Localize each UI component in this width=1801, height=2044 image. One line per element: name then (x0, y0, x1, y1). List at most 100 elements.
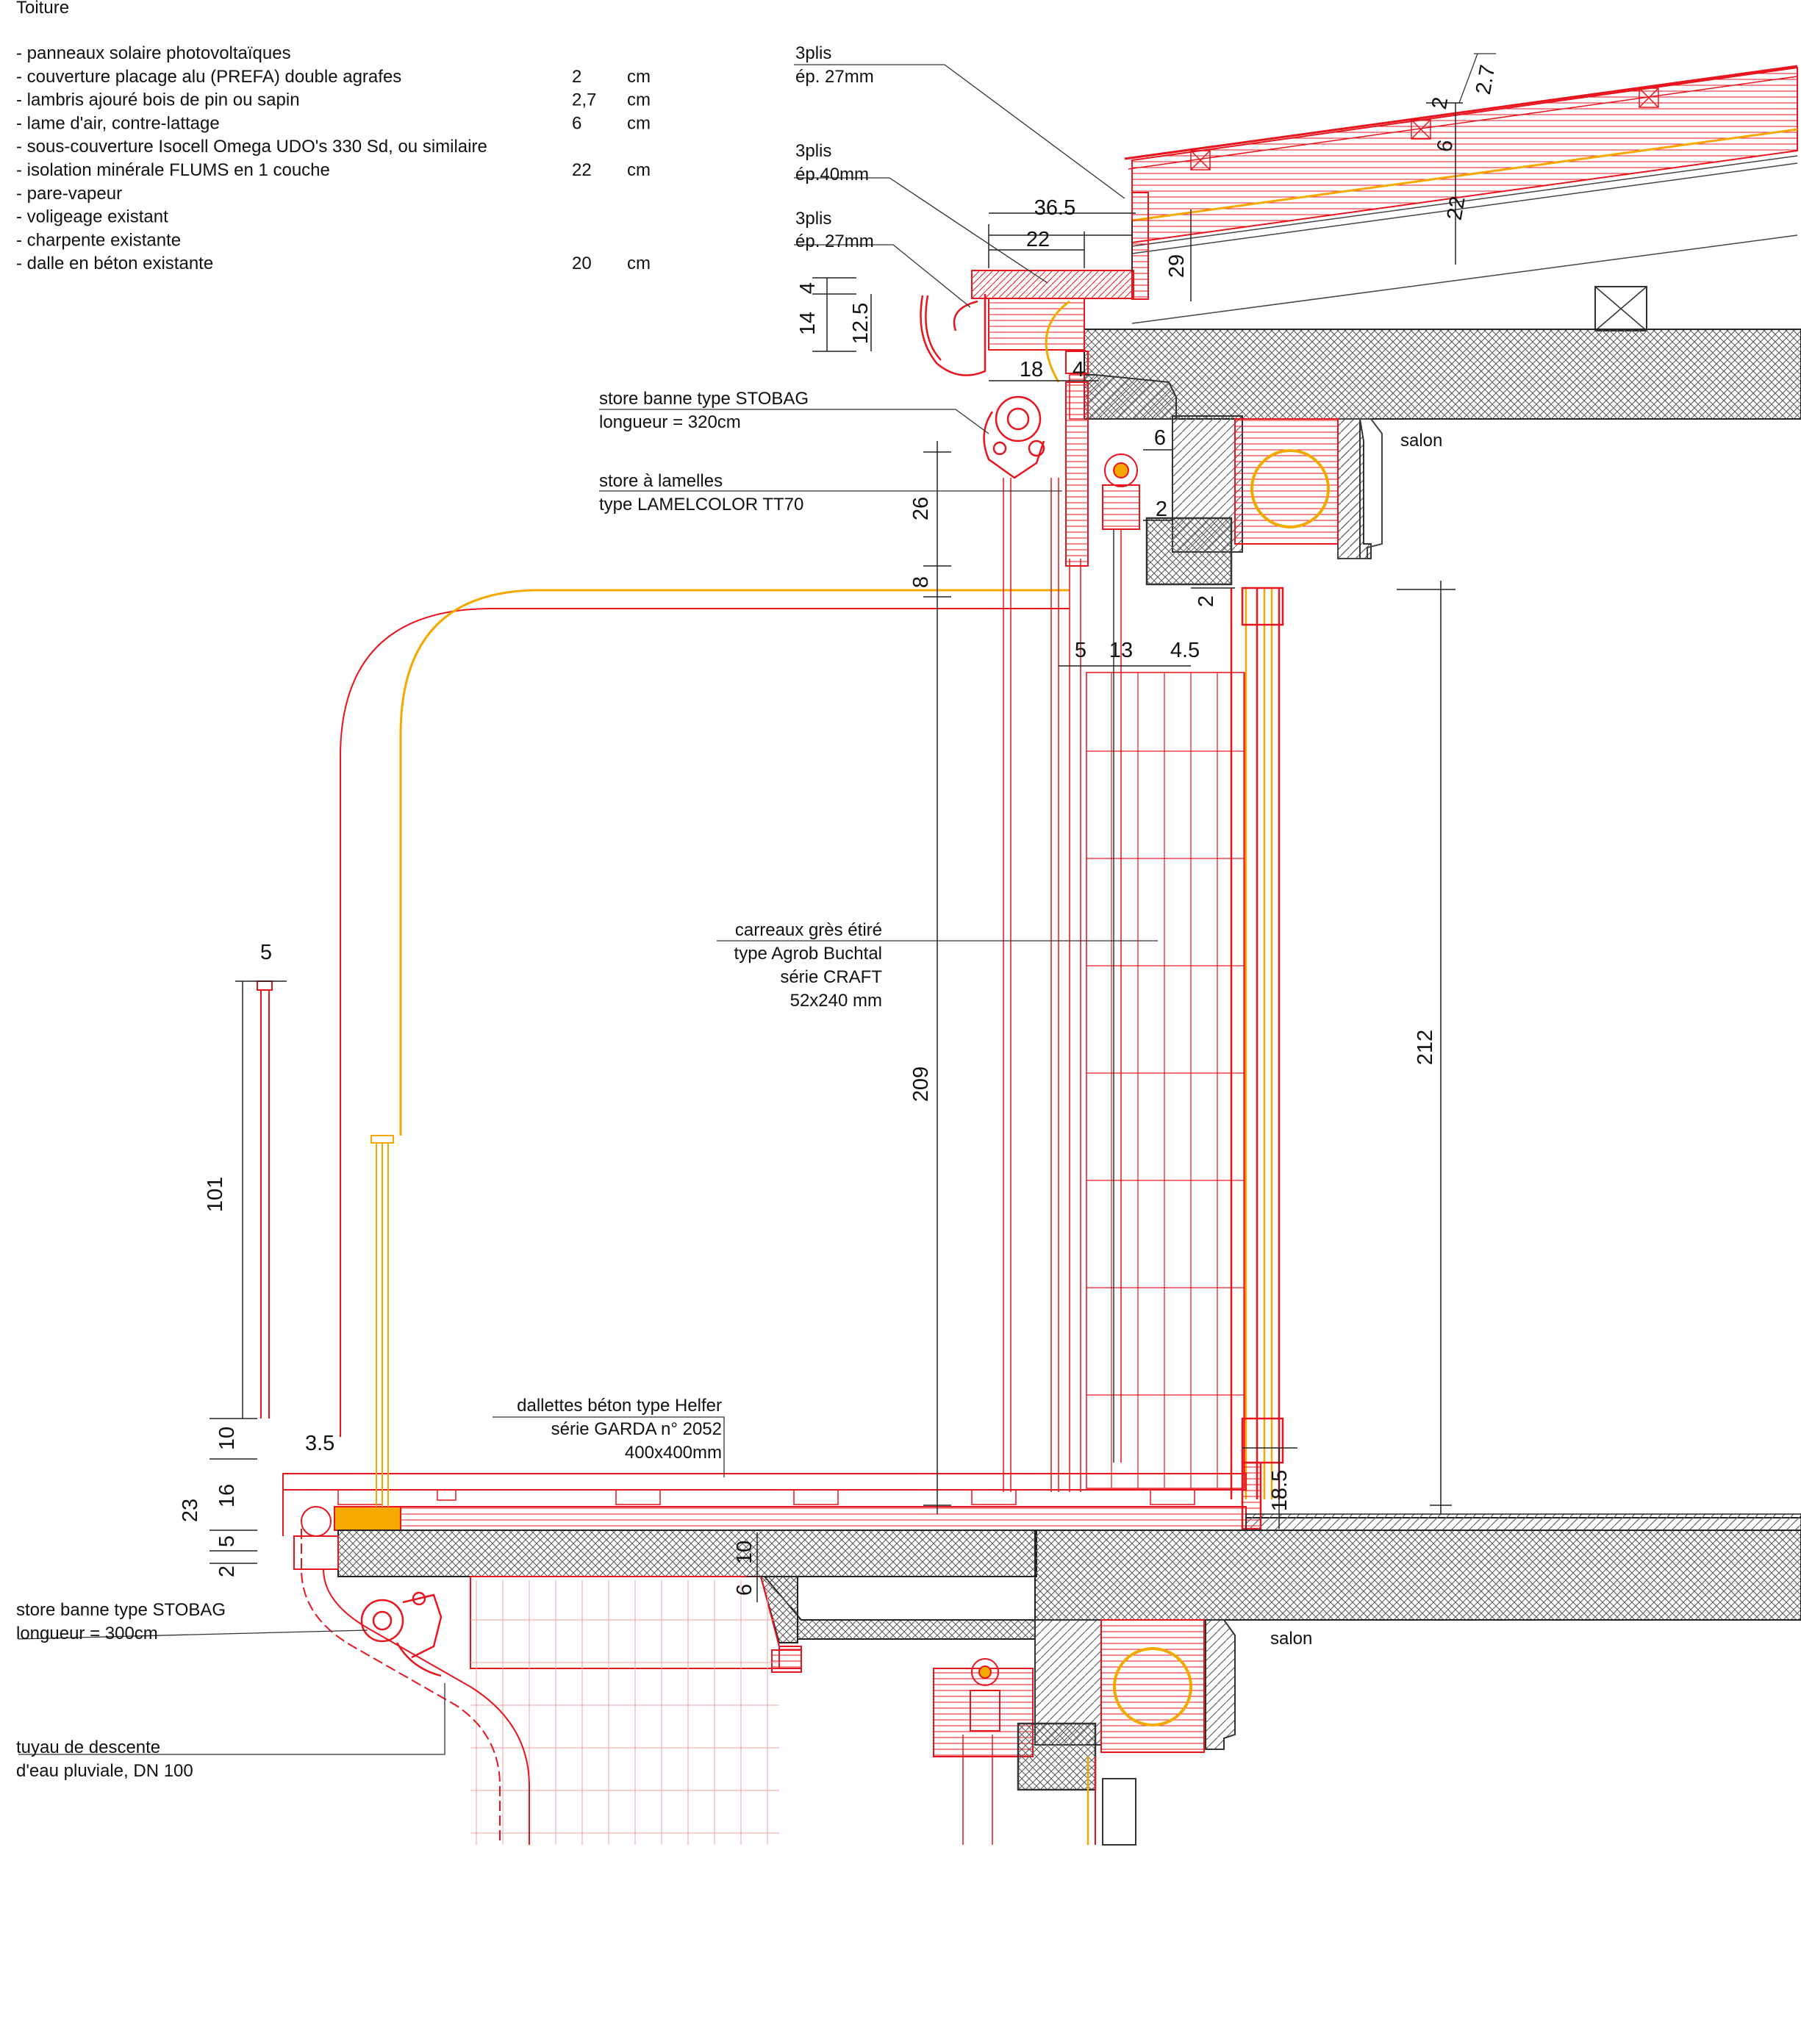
dim-212: 212 (1414, 1030, 1437, 1065)
dim-4a: 4 (796, 282, 820, 294)
balustrade (257, 980, 394, 1507)
dim-6a: 6 (1433, 138, 1458, 154)
dim-14: 14 (796, 312, 820, 335)
dim-22b: 22 (1026, 228, 1050, 251)
legend-row-unit: cm (627, 67, 651, 87)
dim-18: 18 (1020, 358, 1043, 381)
room-label-bottom: salon (1270, 1629, 1312, 1649)
room-label-top: salon (1400, 431, 1442, 451)
callout-pipe-1: tuyau de descente (16, 1738, 160, 1757)
rainwater-pipe (293, 1506, 530, 1845)
legend-title: Toiture (16, 0, 69, 18)
callout-blind-1: store à lamelles (599, 471, 723, 491)
dim-6c: 6 (733, 1584, 756, 1596)
legend-row-value: 2,7 (572, 90, 596, 110)
dim-2-7: 2.7 (1472, 63, 1500, 96)
dim-2c: 2 (1195, 595, 1218, 607)
callout-tile-3: série CRAFT (780, 967, 882, 987)
dim-36-5: 36.5 (1034, 196, 1075, 220)
roof-concrete-slab (1084, 329, 1801, 420)
awning-fabric (340, 300, 1070, 1437)
callout-ply-top-2: ép. 27mm (795, 67, 874, 87)
dim-2a: 2 (1428, 96, 1453, 111)
callout-ply-mid-2: ép.40mm (795, 165, 869, 184)
roof-assembly (1124, 65, 1798, 331)
legend-row-text: - isolation minérale FLUMS en 1 couche (16, 160, 330, 180)
callout-ply-low-2: ép. 27mm (795, 232, 874, 251)
callout-ply-top-1: 3plis (795, 43, 831, 63)
dim-5b: 5 (260, 941, 272, 964)
legend-row-value: 22 (572, 160, 592, 180)
dim-10a: 10 (215, 1427, 239, 1450)
callout-tile-4: 52x240 mm (790, 991, 882, 1011)
dim-6b: 6 (1154, 426, 1166, 450)
dim-12-5: 12.5 (849, 303, 873, 344)
dim-4-5: 4.5 (1170, 639, 1200, 662)
tile-cladding (1086, 672, 1245, 1489)
legend-rows: - panneaux solaire photovoltaïques - couv… (16, 43, 651, 273)
leader-lines (18, 53, 1496, 1755)
callout-awning-bottom-1: store banne type STOBAG (16, 1600, 226, 1620)
legend-row-text: - panneaux solaire photovoltaïques (16, 43, 291, 63)
awning-top-mechanism (983, 395, 1045, 479)
legend-row-value: 20 (572, 254, 592, 273)
dim-18-5: 18.5 (1268, 1470, 1292, 1511)
callout-pipe-2: d'eau pluviale, DN 100 (16, 1761, 193, 1781)
callout-slab-2: série GARDA n° 2052 (551, 1419, 722, 1439)
awning-bottom-mechanism (360, 1591, 443, 1677)
callout-awning-top-1: store banne type STOBAG (599, 389, 809, 409)
legend-row-text: - lambris ajouré bois de pin ou sapin (16, 90, 300, 110)
dim-22a: 22 (1443, 195, 1470, 222)
lower-facade (470, 1580, 1236, 1846)
dim-29: 29 (1165, 254, 1189, 278)
legend-row-value: 2 (572, 67, 581, 87)
dim-16: 16 (215, 1484, 239, 1507)
callout-tile-1: carreaux grès étiré (735, 920, 882, 940)
callout-slab-1: dallettes béton type Helfer (517, 1396, 722, 1416)
callout-tile-2: type Agrob Buchtal (734, 944, 882, 964)
paving-slabs (337, 1489, 1195, 1505)
dimension-lines (210, 102, 1463, 1602)
terrace-floor (282, 1473, 1801, 1673)
callout-awning-top-2: longueur = 320cm (599, 412, 741, 432)
dim-3-5: 3.5 (305, 1432, 334, 1455)
dim-2b: 2 (1156, 498, 1167, 521)
dim-26: 26 (909, 497, 933, 520)
dimension-texts: 2.7 2 6 22 36.5 22 29 4 14 12.5 18 4 6 2… (179, 63, 1500, 1596)
legend-row-text: - voligeage existant (16, 207, 168, 227)
dim-2d: 2 (215, 1566, 239, 1577)
dim-10b: 10 (733, 1541, 756, 1564)
dim-5c: 5 (215, 1535, 239, 1547)
callout-blind-2: type LAMELCOLOR TT70 (599, 495, 803, 514)
dim-23: 23 (179, 1499, 202, 1522)
dim-8: 8 (909, 576, 933, 588)
dim-101: 101 (204, 1177, 227, 1212)
legend-block: Toiture (16, 0, 69, 18)
legend-row-value: 6 (572, 113, 581, 133)
callout-ply-mid-1: 3plis (795, 141, 831, 161)
legend-row-text: - sous-couverture Isocell Omega UDO's 33… (16, 137, 487, 157)
callout-awning-bottom-2: longueur = 300cm (16, 1624, 158, 1643)
legend-row-unit: cm (627, 113, 651, 133)
callout-ply-low-1: 3plis (795, 209, 831, 229)
callout-texts: 3plis ép. 27mm 3plis ép.40mm 3plis ép. 2… (16, 43, 1442, 1781)
cornice (971, 270, 1339, 586)
dim-5a: 5 (1075, 639, 1086, 662)
legend-row-unit: cm (627, 254, 651, 273)
roof-battens (1190, 87, 1659, 171)
legend-row-text: - charpente existante (16, 230, 181, 250)
legend-row-text: - lame d'air, contre-lattage (16, 113, 220, 133)
legend-row-unit: cm (627, 90, 651, 110)
facade-lines (1003, 478, 1081, 1492)
legend-row-text: - dalle en béton existante (16, 254, 213, 273)
dim-4b: 4 (1073, 358, 1084, 381)
legend-row-text: - pare-vapeur (16, 184, 122, 204)
gutter-top (920, 294, 987, 376)
dim-209: 209 (909, 1066, 933, 1102)
legend-row-unit: cm (627, 160, 651, 180)
callout-slab-3: 400x400mm (625, 1443, 722, 1463)
legend-row-text: - couverture placage alu (PREFA) double … (16, 67, 401, 87)
dim-13: 13 (1109, 639, 1133, 662)
